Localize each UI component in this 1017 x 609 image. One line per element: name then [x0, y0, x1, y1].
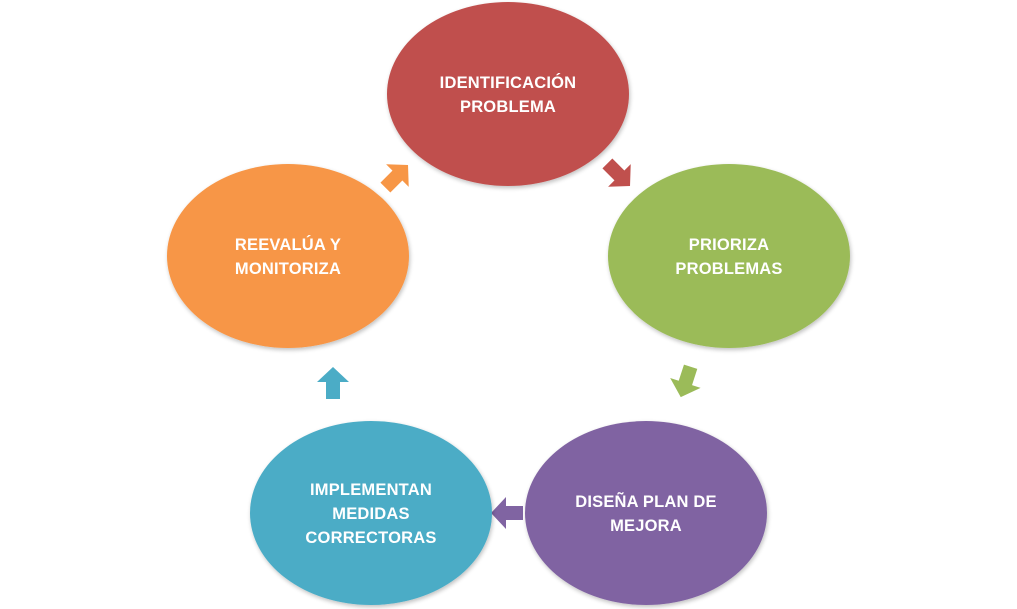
node-implementan-label-line: IMPLEMENTAN	[310, 481, 432, 499]
node-implementan: IMPLEMENTAN MEDIDAS CORRECTORAS	[250, 421, 492, 605]
node-implementan-label-line: MEDIDAS	[332, 505, 410, 523]
node-prioriza-shape	[608, 164, 850, 348]
node-identificacion-label: IDENTIFICACIÓN PROBLEMA	[440, 73, 577, 116]
arrow-prioriza-to-disena	[670, 364, 701, 398]
node-prioriza-label-line: PROBLEMAS	[675, 260, 782, 278]
node-prioriza-label: PRIORIZA PROBLEMAS	[675, 236, 782, 278]
node-disena-label-line: DISEÑA PLAN DE	[575, 491, 717, 511]
node-reevalua-label-line: MONITORIZA	[235, 260, 341, 278]
node-identificacion-label-line: IDENTIFICACIÓN	[440, 73, 577, 92]
node-identificacion-label-line: PROBLEMA	[460, 98, 556, 116]
node-prioriza: PRIORIZA PROBLEMAS	[608, 164, 850, 348]
node-disena-label: DISEÑA PLAN DE MEJORA	[575, 491, 717, 535]
node-reevalua-label-line: REEVALÚA Y	[235, 235, 341, 254]
node-identificacion: IDENTIFICACIÓN PROBLEMA	[387, 2, 629, 186]
node-disena-label-line: MEJORA	[610, 517, 682, 535]
arrow-disena-to-implementan	[491, 497, 523, 529]
node-disena: DISEÑA PLAN DE MEJORA	[525, 421, 767, 605]
node-implementan-label-line: CORRECTORAS	[305, 529, 436, 547]
node-reevalua-label: REEVALÚA Y MONITORIZA	[235, 235, 341, 278]
node-reevalua: REEVALÚA Y MONITORIZA	[167, 164, 409, 348]
node-identificacion-shape	[387, 2, 629, 186]
node-implementan-shape	[250, 421, 492, 605]
arrow-implementan-to-reevalua	[317, 367, 349, 399]
arrow-reevalua-to-identificacion	[380, 164, 409, 193]
node-reevalua-shape	[167, 164, 409, 348]
node-disena-shape	[525, 421, 767, 605]
node-prioriza-label-line: PRIORIZA	[689, 236, 769, 254]
arrow-identificacion-to-prioriza	[602, 158, 631, 187]
node-implementan-label: IMPLEMENTAN MEDIDAS CORRECTORAS	[305, 481, 436, 547]
